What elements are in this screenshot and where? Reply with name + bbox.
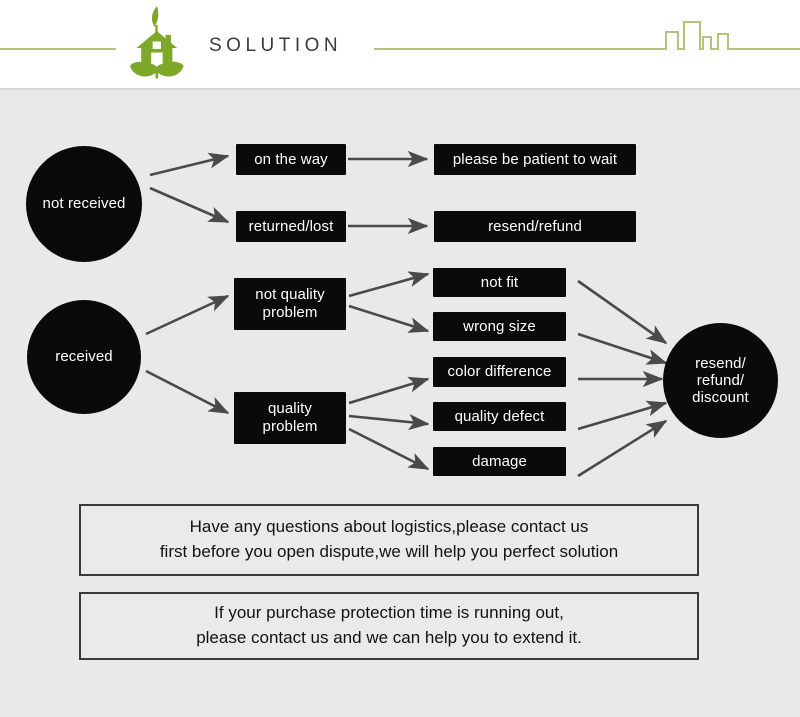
- page-title: SOLUTION: [209, 35, 343, 56]
- node-damage[interactable]: damage: [433, 447, 566, 476]
- node-wrong-size-label: wrong size: [463, 317, 536, 335]
- node-received[interactable]: received: [27, 300, 141, 414]
- protection-note: If your purchase protection time is runn…: [79, 592, 699, 660]
- node-please-be-patient-label: please be patient to wait: [452, 150, 618, 168]
- node-resend-refund-label: resend/refund: [488, 217, 582, 235]
- node-not-received-label: not received: [42, 195, 126, 212]
- node-on-the-way-label: on the way: [254, 150, 328, 168]
- node-returned-lost[interactable]: returned/lost: [236, 211, 346, 242]
- header-rule-middle: [374, 48, 660, 50]
- node-not-fit[interactable]: not fit: [433, 268, 566, 297]
- city-skyline-icon: [648, 16, 760, 52]
- node-please-be-patient[interactable]: please be patient to wait: [434, 144, 636, 175]
- node-quality-defect[interactable]: quality defect: [433, 402, 566, 431]
- node-not-quality-problem-label: not quality problem: [255, 286, 325, 321]
- node-quality-defect-label: quality defect: [454, 407, 545, 425]
- eco-house-leaf-logo-icon: [118, 4, 196, 84]
- flowchart-arrows: [145, 150, 668, 478]
- header-rule-left: [0, 48, 116, 50]
- node-color-difference[interactable]: color difference: [433, 357, 566, 387]
- logistics-note-text: Have any questions about logistics,pleas…: [159, 517, 619, 561]
- node-color-difference-label: color difference: [447, 363, 552, 381]
- solution-flowchart: not received received on the way returne…: [0, 91, 800, 717]
- node-damage-label: damage: [472, 452, 527, 470]
- header-rule-right: [756, 48, 800, 50]
- node-resend-refund-discount[interactable]: resend/ refund/ discount: [663, 323, 778, 438]
- node-quality-problem[interactable]: quality problem: [234, 392, 346, 444]
- node-resend-refund[interactable]: resend/refund: [434, 211, 636, 242]
- protection-note-text: If your purchase protection time is runn…: [196, 603, 582, 647]
- node-not-fit-label: not fit: [480, 273, 519, 291]
- page-header: SOLUTION: [0, 0, 800, 88]
- node-received-label: received: [55, 348, 113, 366]
- node-not-received[interactable]: not received: [26, 146, 142, 262]
- node-on-the-way[interactable]: on the way: [236, 144, 346, 175]
- node-quality-problem-label: quality problem: [262, 400, 318, 435]
- node-returned-lost-label: returned/lost: [248, 217, 334, 235]
- node-wrong-size[interactable]: wrong size: [433, 312, 566, 341]
- logistics-note: Have any questions about logistics,pleas…: [79, 504, 699, 576]
- header-divider: [0, 88, 800, 91]
- node-resend-refund-discount-label: resend/ refund/ discount: [692, 354, 749, 407]
- node-not-quality-problem[interactable]: not quality problem: [234, 278, 346, 330]
